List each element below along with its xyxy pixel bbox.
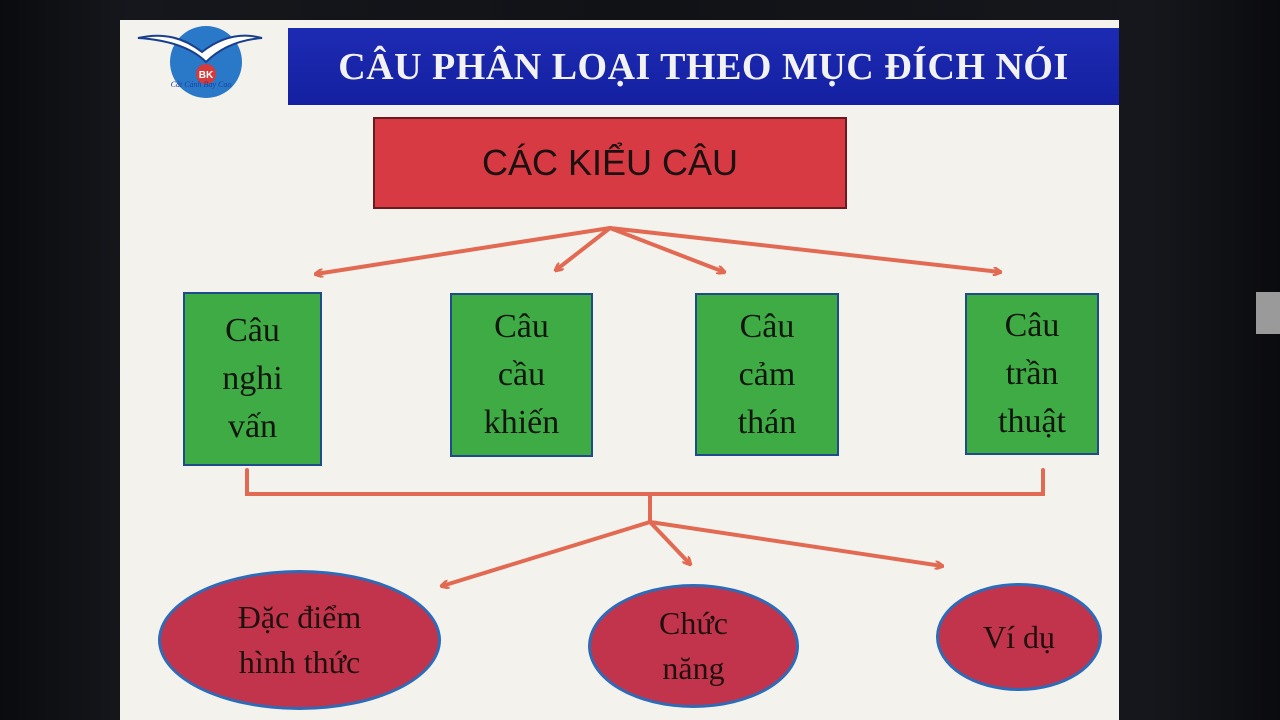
type-label: Câu (739, 307, 795, 345)
type-label: Câu (494, 308, 549, 345)
type-node-tran-thuat: Câu trần thuật (965, 293, 1099, 455)
root-label: CÁC KIỂU CÂU (481, 142, 739, 183)
type-label: thuật (998, 403, 1066, 440)
aspect-label: hình thức (238, 644, 361, 680)
aspect-label: Đặc điểm (237, 599, 362, 635)
type-label: cầu (497, 356, 546, 393)
connector-arrows (245, 226, 1045, 720)
type-label: Câu (225, 312, 280, 349)
type-node-nghi-van: Câu nghi vấn (183, 292, 322, 466)
logo: BK (137, 26, 263, 98)
logo-bird-icon (137, 34, 263, 64)
type-label: vấn (227, 408, 278, 445)
aspect-node-chuc-nang: Chức năng (588, 584, 799, 708)
aspect-node-vi-du: Ví dụ (936, 583, 1102, 691)
logo-monogram: BK (199, 70, 214, 81)
presentation-slide: BK Cất Cánh Bay Cao CÂU PHÂN LOẠI THEO M… (120, 20, 1119, 720)
root-node: CÁC KIỂU CÂU (373, 117, 847, 209)
aspect-label: Chức (659, 605, 728, 641)
arrow-to-dac-diem (442, 520, 652, 586)
bracket-connector (245, 468, 1045, 496)
slide-title: CÂU PHÂN LOẠI THEO MỤC ĐÍCH NÓI (338, 45, 1069, 88)
arrow-to-cam-than (608, 226, 724, 272)
arrow-to-cau-khien (556, 226, 612, 270)
arrow-to-chuc-nang (648, 520, 690, 564)
type-label: trần (1005, 355, 1059, 392)
arrow-to-tran-thuat (608, 226, 1000, 272)
monitor-edge (1256, 292, 1280, 334)
type-label: cảm (738, 355, 796, 393)
type-label: Câu (1004, 307, 1060, 344)
type-node-cau-khien: Câu cầu khiến (450, 293, 593, 457)
type-node-cam-than: Câu cảm thán (695, 293, 839, 456)
arrow-to-vi-du (648, 520, 942, 566)
type-label: thán (737, 403, 797, 441)
type-label: nghi (222, 360, 283, 397)
logo-caption: Cất Cánh Bay Cao (170, 80, 232, 89)
type-label: khiến (483, 404, 560, 441)
arrow-to-nghi-van (316, 226, 612, 274)
aspect-label: năng (662, 650, 725, 686)
aspect-label: Ví dụ (983, 618, 1055, 655)
title-bar: CÂU PHÂN LOẠI THEO MỤC ĐÍCH NÓI (288, 28, 1119, 105)
aspect-node-dac-diem: Đặc điểm hình thức (158, 570, 441, 710)
